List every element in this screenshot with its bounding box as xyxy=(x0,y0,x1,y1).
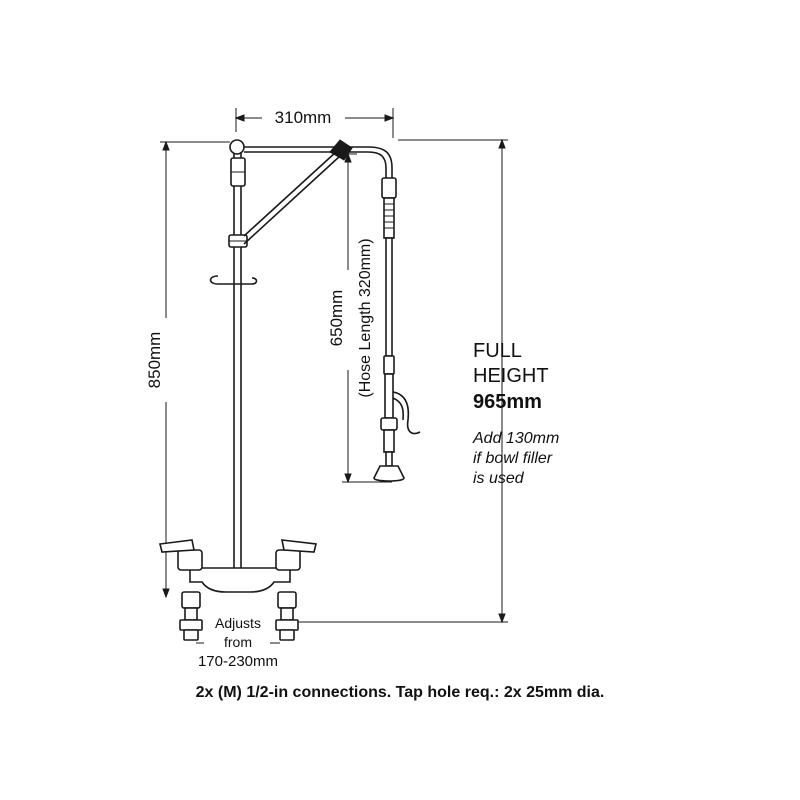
h650-arrow-top xyxy=(344,152,352,163)
adjusts-range-label: 170-230mm xyxy=(198,653,278,670)
bowl-filler-note-line1: Add 130mm xyxy=(472,430,559,447)
mixer-bridge xyxy=(189,567,291,593)
left-valve-body xyxy=(177,549,203,571)
left-tail xyxy=(183,629,199,641)
faucet-drawing xyxy=(159,139,421,641)
brace-lower-line xyxy=(243,155,341,245)
height-850-label: 850mm xyxy=(145,332,164,389)
bowl-filler-note-line2: if bowl filler xyxy=(473,450,553,467)
right-tail xyxy=(279,629,295,641)
width-arrow-left xyxy=(234,114,245,122)
width-arrow-right xyxy=(384,114,395,122)
connections-text-end: -in connections. Tap hole req.: 2x 25mm … xyxy=(269,684,605,701)
full-height-arrow-top xyxy=(498,138,506,149)
h650-arrow-bottom xyxy=(344,473,352,484)
hose-top-fitting xyxy=(381,177,397,199)
h850-arrow-top xyxy=(162,140,170,151)
hose-lower-collar xyxy=(383,355,395,375)
hose-hook xyxy=(209,275,258,285)
connections-fraction: 1/2 xyxy=(246,684,268,701)
h850-arrow-bottom xyxy=(162,588,170,599)
spring-head-block xyxy=(329,139,353,161)
spray-nozzle-tip xyxy=(385,451,393,467)
riser-top-ball xyxy=(229,139,245,155)
adjusts-label-line2: from xyxy=(224,634,252,650)
full-height-line1: FULL xyxy=(473,340,522,362)
right-valve-body xyxy=(275,549,301,571)
height-650-label: 650mm xyxy=(327,290,346,347)
riser-pipe xyxy=(233,151,242,581)
spray-face xyxy=(373,465,405,482)
right-shank-nut xyxy=(277,591,297,609)
left-shank xyxy=(184,607,198,621)
spray-trigger-handle xyxy=(392,391,421,435)
connections-footnote: 2x (M) 1/2-in connections. Tap hole req.… xyxy=(196,684,605,701)
hose-length-label: (Hose Length 320mm) xyxy=(357,238,374,397)
spray-nozzle-collar xyxy=(380,417,398,431)
left-shank-nut xyxy=(181,591,201,609)
full-height-arrow-bottom xyxy=(498,613,506,624)
dimension-lines xyxy=(160,108,508,644)
brace-upper-line xyxy=(243,151,337,237)
right-shank xyxy=(280,607,294,621)
right-backnut xyxy=(275,619,299,631)
left-lever-handle xyxy=(159,539,195,553)
full-height-line2: HEIGHT xyxy=(473,365,549,387)
adjusts-label-line1: Adjusts xyxy=(215,615,261,631)
hose-body xyxy=(385,237,393,357)
full-height-value: 965mm xyxy=(473,391,542,413)
right-lever-handle xyxy=(280,539,317,553)
arm-bend-inner xyxy=(367,151,387,178)
bowl-filler-note-line3: is used xyxy=(473,470,525,487)
spray-nozzle xyxy=(383,429,395,453)
connections-text-start: 2x (M) xyxy=(196,684,247,701)
spray-valve-body xyxy=(384,373,394,419)
arm-bend-outer xyxy=(367,146,393,178)
left-backnut xyxy=(179,619,203,631)
width-label: 310mm xyxy=(275,108,332,127)
